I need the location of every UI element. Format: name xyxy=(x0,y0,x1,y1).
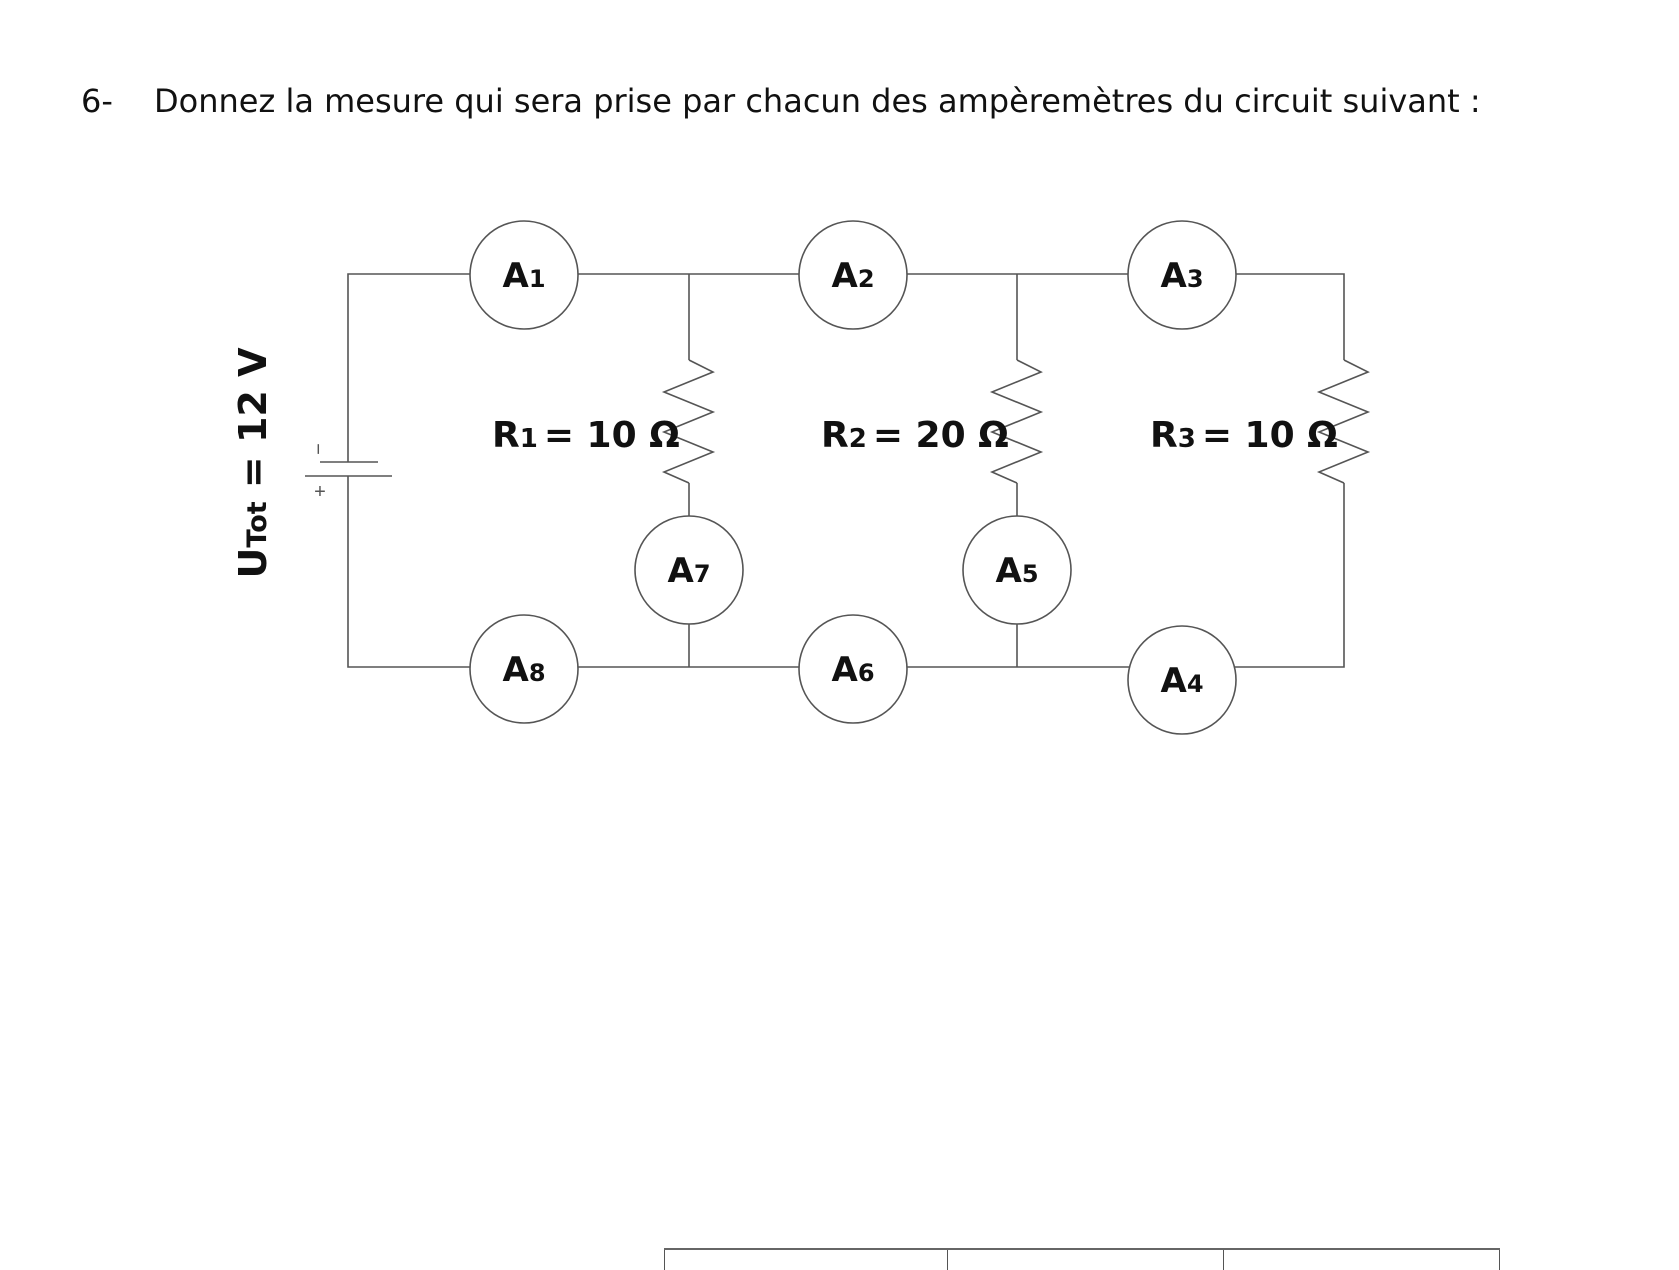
ammeter-label: A1 xyxy=(502,256,545,296)
ammeter-label: A6 xyxy=(831,650,874,690)
battery-symbol: − + xyxy=(305,443,392,503)
ammeter-circle xyxy=(798,220,908,330)
answer-cell[interactable] xyxy=(664,1250,947,1270)
answer-cell[interactable] xyxy=(947,1250,1223,1270)
ammeter-a4: A4 xyxy=(1127,625,1237,735)
plus-sign: + xyxy=(314,481,326,503)
ammeter-circle xyxy=(634,515,744,625)
question-text: Donnez la mesure qui sera prise par chac… xyxy=(154,82,1481,120)
ammeter-circle xyxy=(1127,625,1237,735)
ammeter-a2: A2 xyxy=(798,220,908,330)
ammeter-circle xyxy=(962,515,1072,625)
ammeter-label: A3 xyxy=(1160,256,1203,296)
resistor-r2-label: R2= 20 Ω xyxy=(821,415,1009,456)
ammeter-label: A7 xyxy=(667,551,710,591)
resistor-r2-symbol xyxy=(989,359,1044,484)
resistor-r1-symbol xyxy=(661,359,716,484)
resistor-r1-label: R1= 10 Ω xyxy=(492,415,680,456)
ammeter-label: A8 xyxy=(502,650,545,690)
resistor-r3-label: R3= 10 Ω xyxy=(1150,415,1338,456)
ammeter-circle xyxy=(798,614,908,724)
ammeter-label: A5 xyxy=(995,551,1038,591)
minus-sign: − xyxy=(308,443,330,455)
ammeter-a6: A6 xyxy=(798,614,908,724)
resistor-r3-symbol xyxy=(1316,359,1371,484)
answer-table xyxy=(664,1248,1500,1270)
ammeter-label: A4 xyxy=(1160,661,1203,701)
ammeter-circle xyxy=(1127,220,1237,330)
question-number: 6- xyxy=(81,82,113,120)
answer-cell[interactable] xyxy=(1223,1250,1500,1270)
ammeter-a7: A7 xyxy=(634,515,744,625)
ammeter-label: A2 xyxy=(831,256,874,296)
ammeter-circle xyxy=(469,220,579,330)
voltage-label: UTot = 12 V xyxy=(231,347,275,579)
ammeter-a5: A5 xyxy=(962,515,1072,625)
ammeter-a1: A1 xyxy=(469,220,579,330)
ammeter-a3: A3 xyxy=(1127,220,1237,330)
wires xyxy=(347,273,1345,668)
ammeter-a8: A8 xyxy=(469,614,579,724)
ammeter-circle xyxy=(469,614,579,724)
